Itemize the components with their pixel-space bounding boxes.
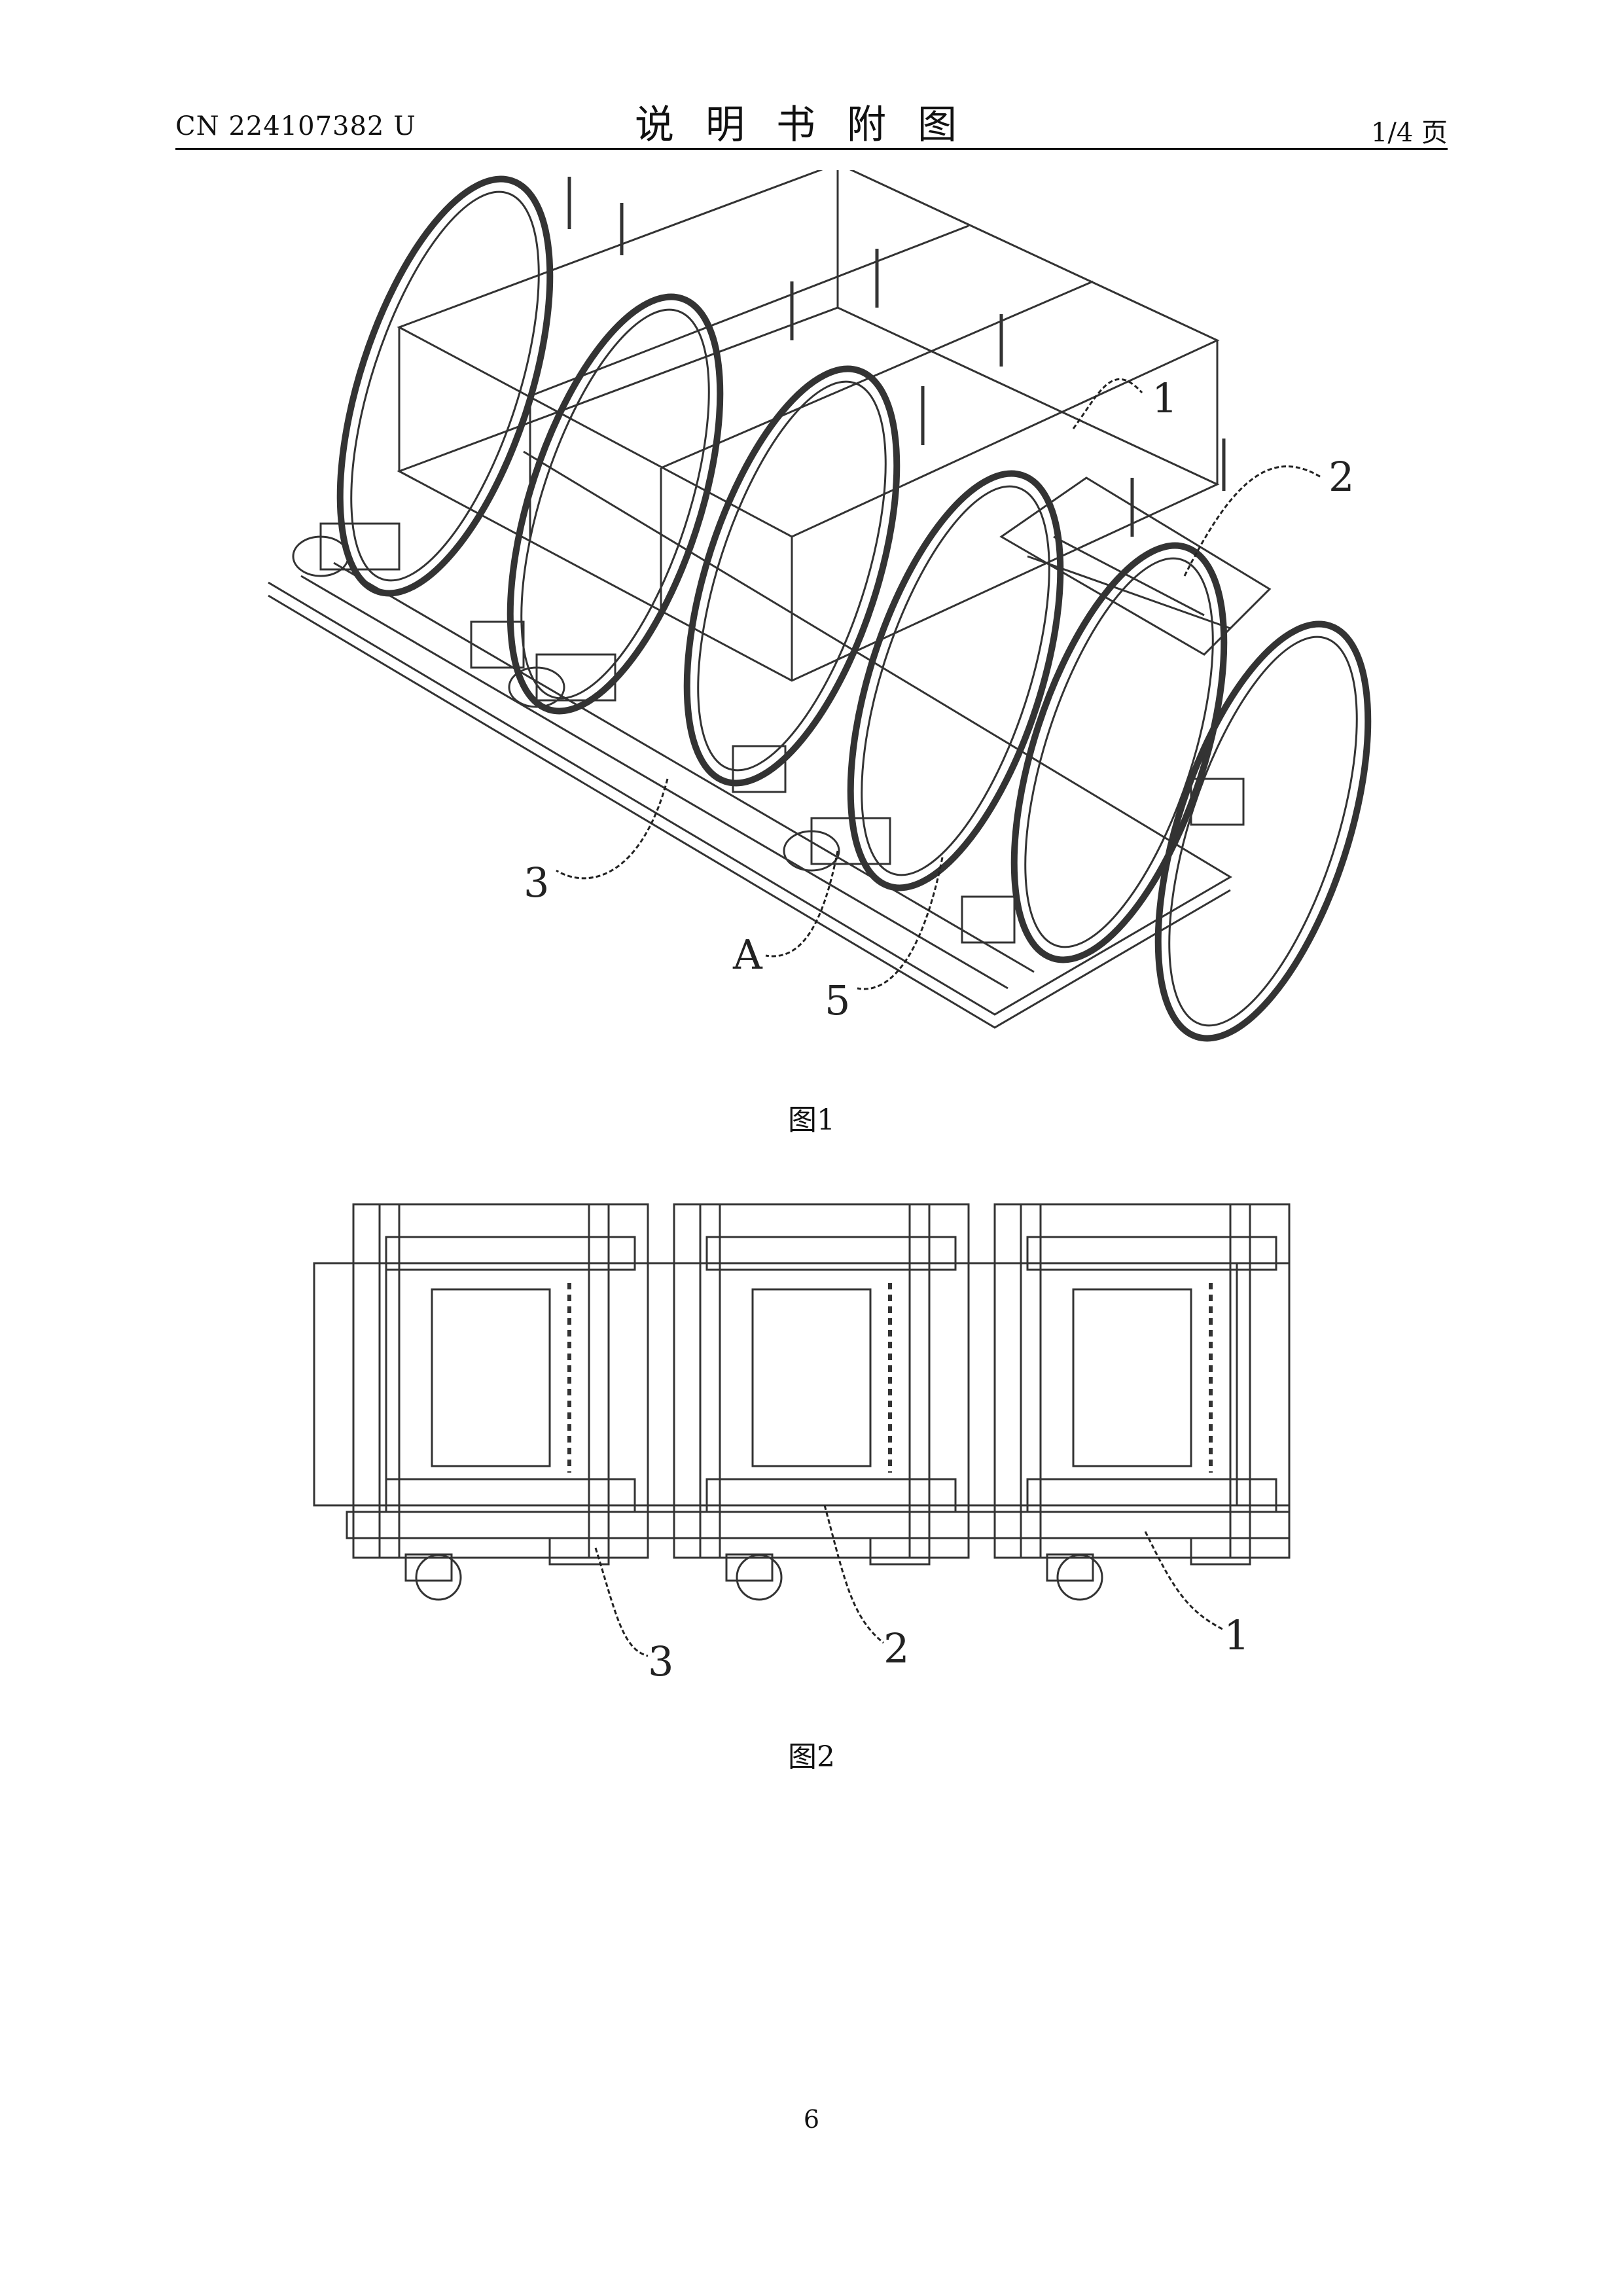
top-view-modules [314, 1204, 1289, 1558]
figure-1-drawing: 1 2 3 A 5 [249, 170, 1400, 1047]
page-number: 6 [0, 2105, 1623, 2134]
figure-2-caption: 图2 [0, 1733, 1623, 1775]
ring-inner-lines [313, 171, 1396, 1047]
header-rule [175, 148, 1448, 150]
figure-2-drawing: 3 2 1 [308, 1191, 1329, 1689]
figure-2-label: 1 [1224, 1611, 1249, 1659]
figure-1-label: 1 [1152, 374, 1177, 422]
figure-2-label: 2 [883, 1624, 909, 1672]
figure-1-label: 3 [524, 859, 549, 906]
figure-1-label: 5 [825, 977, 850, 1024]
frame-structure [399, 170, 1270, 681]
top-view-motors [406, 1538, 1250, 1600]
figure-1-label: 2 [1329, 453, 1354, 501]
figure-1-label: A [732, 931, 763, 978]
page-info: 1/4 页 [1371, 111, 1448, 149]
figure-2-label: 3 [648, 1638, 673, 1685]
figure-1-caption: 图1 [0, 1096, 1623, 1138]
rotating-rings [297, 170, 1400, 1047]
